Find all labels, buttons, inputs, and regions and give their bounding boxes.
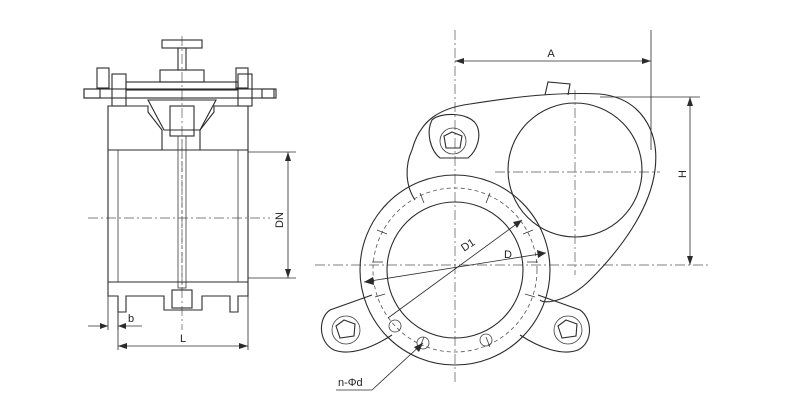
d1-dim-line	[387, 219, 523, 319]
top-ear	[428, 113, 480, 159]
bolt-hole-2	[416, 336, 430, 350]
top-clamp-plate	[125, 81, 239, 91]
left-ear	[320, 294, 393, 353]
left-nut-circle	[331, 315, 361, 345]
nd-arrow	[414, 343, 423, 352]
h-arrow-top	[687, 97, 693, 106]
upper-right-body	[199, 105, 249, 151]
bore-circle	[386, 201, 524, 339]
right-bolt-head	[237, 73, 253, 107]
l-arrow-right	[239, 343, 248, 349]
bolt-circle	[372, 187, 538, 353]
top-nut-circle	[439, 127, 467, 155]
d1-arrow	[513, 220, 522, 228]
wedge-body	[147, 99, 217, 131]
bottom-nut	[171, 289, 193, 309]
bonnet-left-edge	[406, 149, 416, 201]
right-nut-hatch	[261, 88, 277, 99]
left-nut-pentagon	[335, 319, 356, 339]
nd-label: n-Φd	[338, 377, 363, 389]
d-arrow-right	[537, 250, 546, 258]
left-bolt-head	[111, 73, 127, 107]
upper-left-body	[107, 105, 163, 151]
top-lug	[544, 81, 571, 96]
a-arrow-left	[455, 58, 464, 64]
b-arrow-right	[118, 323, 126, 329]
dn-arrow-top	[285, 152, 291, 161]
right-top-nut	[235, 67, 249, 89]
l-arrow-left	[118, 343, 127, 349]
h-label: H	[677, 170, 689, 178]
d-arrow-left	[364, 277, 374, 285]
gate-disk	[507, 102, 643, 238]
outer-flange-circle	[359, 174, 551, 366]
l-label: L	[180, 333, 186, 345]
d-dim-line	[363, 252, 547, 283]
dn-arrow-bottom	[285, 269, 291, 278]
top-nut-pentagon	[443, 131, 463, 149]
b-label: b	[128, 313, 134, 325]
dn-label: DN	[274, 212, 286, 228]
nd-leader	[371, 342, 424, 391]
left-nut-hatch	[83, 88, 101, 99]
left-top-nut	[96, 67, 110, 89]
bolt-hole-1	[388, 319, 402, 333]
right-nut-pentagon	[557, 319, 578, 339]
right-ear	[519, 294, 591, 353]
front-view: D1 D A H n-Φd	[315, 30, 710, 391]
d-label: D	[504, 249, 512, 261]
bolt-hole-3	[479, 333, 493, 347]
right-nut-circle	[553, 315, 583, 345]
bottom-flange	[107, 281, 249, 313]
a-arrow-right	[642, 58, 651, 64]
a-label: A	[547, 48, 555, 60]
flange-ticks	[372, 192, 538, 348]
side-section-view: DN b L	[83, 36, 296, 350]
b-arrow-left	[100, 323, 108, 329]
bonnet-outline	[411, 92, 657, 303]
h-arrow-bottom	[687, 256, 693, 265]
d1-label: D1	[459, 237, 477, 255]
